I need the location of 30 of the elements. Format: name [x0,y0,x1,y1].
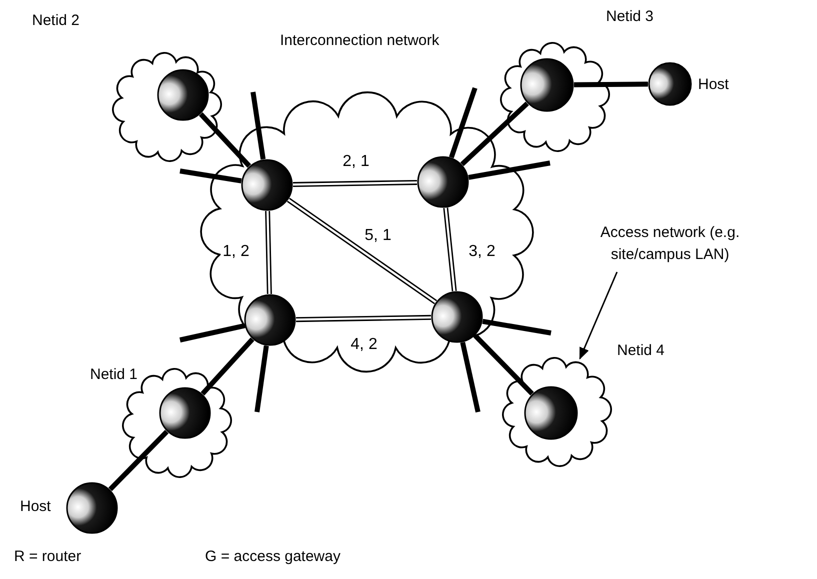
network-label: Interconnection network [280,31,440,51]
host-label: Host [20,497,51,517]
key-note: G = access gateway [205,547,340,567]
link-line [292,180,418,188]
stub-line [250,92,266,160]
link-line [265,210,272,294]
network-label: Netid 1 [90,365,138,385]
stub-line [482,318,552,336]
link-line [286,198,438,304]
access-line [473,334,534,396]
callout-text: Access network (e.g. site/campus LAN) [599,223,741,265]
access-line [574,82,648,88]
key-note: R = router [14,547,82,567]
access-line [108,430,169,492]
stub-line [449,87,478,158]
network-label: Netid 2 [32,11,80,31]
stub-line [468,160,550,180]
stub-line [180,168,242,184]
access-line [200,338,254,396]
network-label: Netid 3 [606,7,654,27]
network-label: Netid 4 [617,341,665,361]
leader-arrow [579,272,618,360]
link-line [296,314,432,322]
link-line [443,208,457,292]
stub-line [179,323,246,342]
stub-line [254,345,269,412]
host-label: Host [698,75,729,95]
access-line [198,112,252,168]
access-line [460,102,529,166]
stub-line [460,342,480,413]
